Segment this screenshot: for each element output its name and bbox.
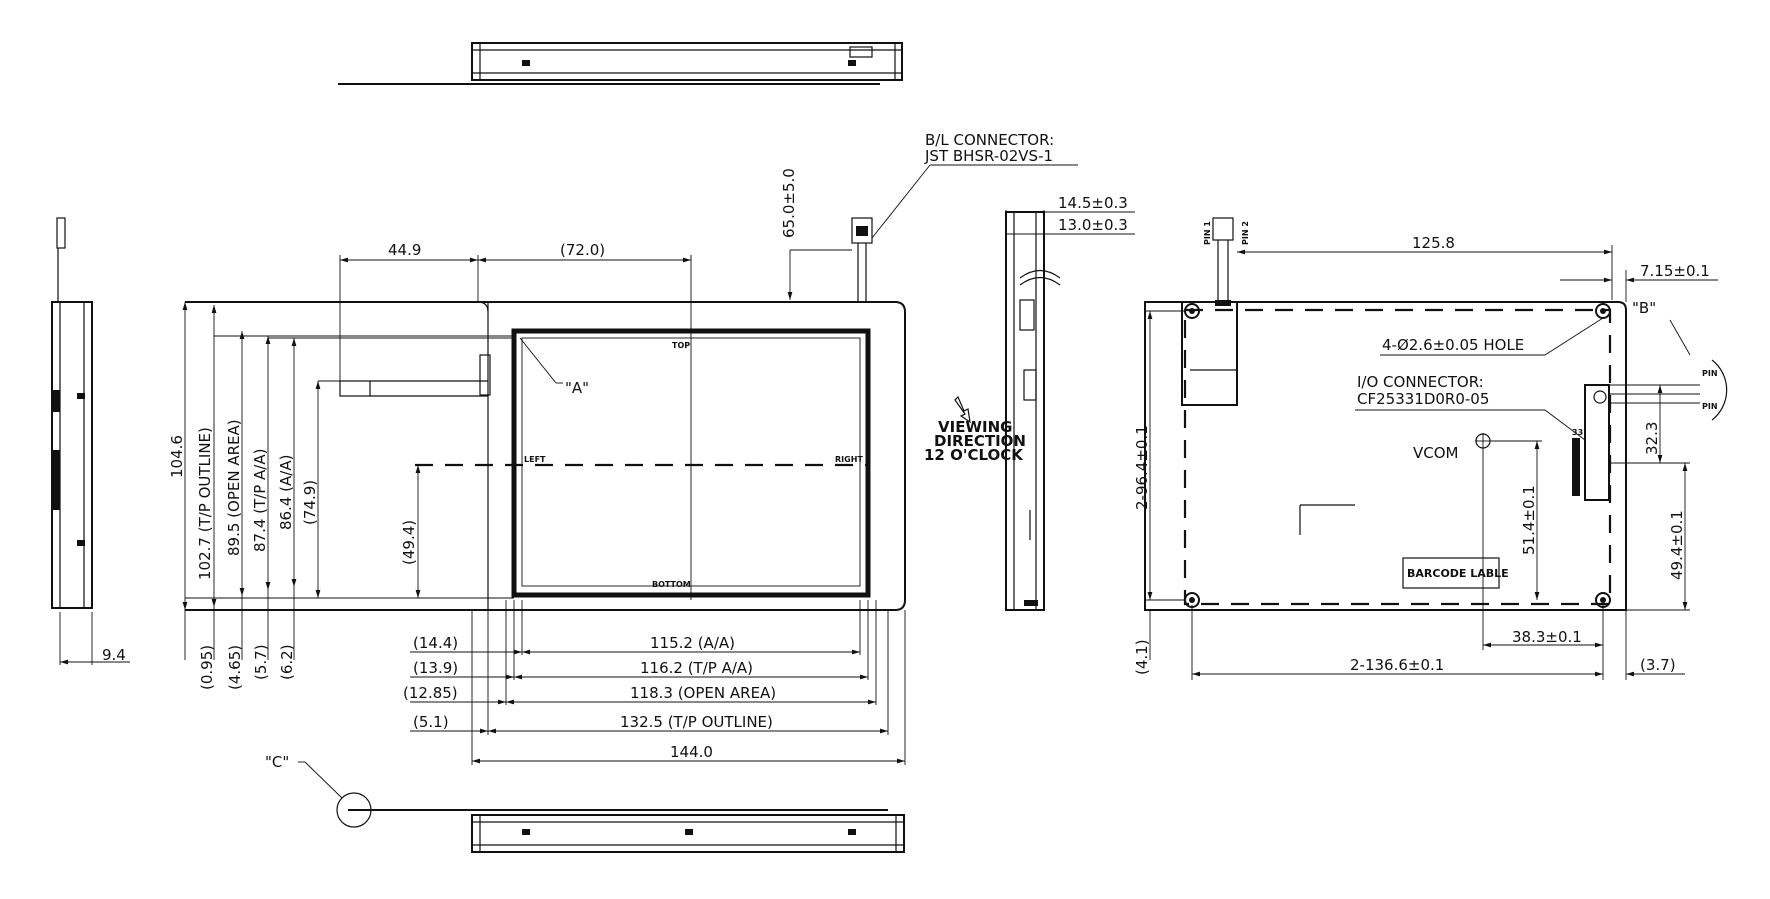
dim-tpaa-w: 116.2 (T/P A/A) [640, 659, 753, 677]
dim-7-15: 7.15±0.1 [1640, 262, 1710, 280]
io-title: I/O CONNECTOR: [1357, 373, 1484, 391]
dim-tpout-w: 132.5 (T/P OUTLINE) [620, 713, 773, 731]
dim-6-2: (6.2) [278, 644, 296, 680]
dim-4-65: (4.65) [226, 645, 244, 690]
dim-44-9: 44.9 [388, 241, 421, 259]
back-view [1144, 217, 1728, 611]
dim-aa-w: 115.2 (A/A) [650, 634, 735, 652]
bl-connector-part: JST BHSR-02VS-1 [924, 147, 1053, 165]
dim-9-4: 9.4 [102, 646, 126, 664]
pin2: PIN 2 [1241, 221, 1250, 245]
bottom-side-view [298, 761, 905, 853]
dim-total-w: 144.0 [670, 743, 713, 761]
dim-89-5: 89.5 (OPEN AREA) [225, 419, 243, 556]
dim-72-0: (72.0) [560, 241, 605, 259]
dim-102-7: 102.7 (T/P OUTLINE) [196, 427, 214, 580]
hole-label: 4-Ø2.6±0.05 HOLE [1382, 336, 1524, 354]
left-side-view [51, 217, 130, 665]
dim-49-4: (49.4) [400, 520, 418, 565]
label-top: TOP [672, 341, 690, 350]
dim-open-w: 118.3 (OPEN AREA) [630, 684, 776, 702]
viewing-1: VIEWING [938, 418, 1012, 436]
barcode-label: BARCODE LABLE [1407, 567, 1509, 580]
dim-14-5: 14.5±0.3 [1058, 194, 1128, 212]
callout-c: "C" [265, 753, 289, 771]
horizontal-dims [410, 600, 906, 765]
front-view [185, 217, 906, 611]
dim-14-4: (14.4) [413, 634, 458, 652]
dim-74-9: (74.9) [301, 480, 319, 525]
viewing-2: DIRECTION [934, 432, 1026, 450]
dim-32-3: 32.3 [1643, 422, 1661, 455]
viewing-direction [954, 395, 971, 424]
dim-104-6: 104.6 [168, 435, 186, 478]
pin-label-top: PIN [1702, 369, 1718, 378]
bl-connector-title: B/L CONNECTOR: [925, 131, 1054, 149]
vertical-dims [182, 302, 514, 660]
label-bottom: BOTTOM [652, 580, 691, 589]
dim-136-6: 2-136.6±0.1 [1350, 656, 1444, 674]
dim-38-3: 38.3±0.1 [1512, 628, 1582, 646]
dim-96-4: 2-96.4±0.1 [1133, 425, 1151, 510]
pin1: PIN 1 [1203, 221, 1212, 245]
dim-125-8: 125.8 [1412, 234, 1455, 252]
callout-a: "A" [565, 379, 589, 397]
vcom-label: VCOM [1413, 444, 1458, 462]
dim-65: 65.0±5.0 [780, 168, 798, 238]
pin-label-bottom: PIN [1702, 402, 1718, 411]
dim-4-1: (4.1) [1133, 639, 1151, 675]
dim-13-9: (13.9) [413, 659, 458, 677]
dim-87-4: 87.4 (T/P A/A) [251, 449, 269, 552]
top-side-view [338, 42, 903, 85]
viewing-3: 12 O'CLOCK [924, 446, 1024, 464]
pin-33: 33 [1572, 428, 1583, 437]
dim-13-0: 13.0±0.3 [1058, 216, 1128, 234]
dim-5-1: (5.1) [413, 713, 449, 731]
callout-b: "B" [1632, 299, 1656, 317]
label-right: RIGHT [835, 455, 863, 464]
io-part: CF25331D0R0-05 [1357, 390, 1489, 408]
dim-5-7: (5.7) [252, 644, 270, 680]
dim-0-95: (0.95) [198, 645, 216, 690]
dim-86-4: 86.4 (A/A) [277, 455, 295, 530]
dim-12-85: (12.85) [403, 684, 458, 702]
dim-49-4-back: 49.4±0.1 [1668, 510, 1686, 580]
label-left: LEFT [524, 455, 546, 464]
right-side-view [1005, 210, 1135, 611]
dim-3-7: (3.7) [1640, 656, 1676, 674]
dim-51-4: 51.4±0.1 [1520, 485, 1538, 555]
